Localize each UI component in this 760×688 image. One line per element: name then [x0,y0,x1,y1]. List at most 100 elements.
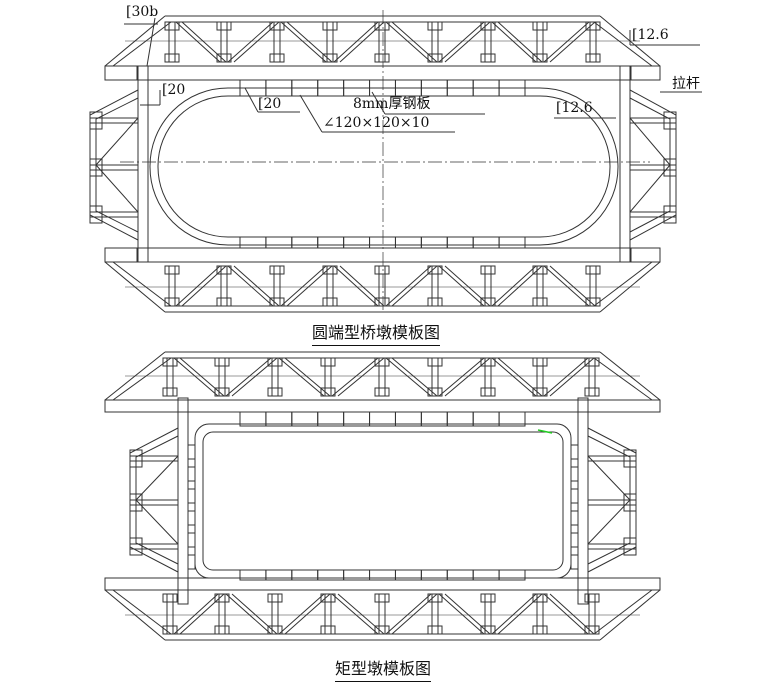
bottom-truss-1-diagonal [497,265,543,307]
bottom-truss-2-diagonal [549,593,595,635]
bottom-stiffener-plate [498,569,526,581]
top-truss-1-diagonal [339,21,385,63]
bottom-truss-1-diagonal [491,265,537,307]
bottom-stiffener-plate [343,236,371,249]
top-truss-2-diagonal [179,357,225,397]
side-stiffener [570,488,579,504]
top-truss-1-diagonal [227,21,274,63]
top-truss-2-diagonal [391,357,438,397]
top-truss-2-gusset [374,387,390,397]
bottom-truss-1-gusset [427,265,443,275]
top-truss-2-gusset [480,357,496,367]
rect-form-outer [194,423,572,579]
top-truss-1-diagonal [233,21,280,63]
bottom-truss-1-gusset [585,297,601,307]
top-truss-2-gusset [214,357,230,367]
bottom-truss-1-diagonal [233,265,280,307]
bottom-truss-2-diagonal [385,593,432,635]
top-stiffener-plate [498,411,526,427]
bottom-truss-1-diagonal [438,265,485,307]
top-truss-1-diagonal [491,21,537,63]
top-truss-1-diagonal [497,21,543,63]
bottom-truss-2-gusset [214,625,230,635]
bottom-truss-1-diagonal [181,265,227,307]
bottom-truss-2-diagonal [331,593,379,635]
right-column-2 [577,397,589,605]
top-beam-1 [104,65,661,81]
bottom-truss-2-gusset [532,593,548,603]
top-truss-2-gusset [480,387,496,397]
bottom-truss-1-diagonal [286,265,333,307]
top-truss-2-diagonal [331,357,379,397]
top-truss-2-gusset [532,387,548,397]
top-truss-2-gusset [214,387,230,397]
bottom-truss-2-diagonal [391,593,438,635]
bottom-truss-2-diagonal [438,593,485,635]
top-truss-2-diagonal [497,357,543,397]
top-truss-2-diagonal [385,357,432,397]
top-truss-1-gusset [585,53,601,63]
top-truss-1-diagonal [280,21,327,63]
top-truss-2-diagonal [491,357,537,397]
bottom-truss-1-chamfer-left-inner [112,261,172,307]
top-truss-1-gusset [216,21,232,31]
side-stiffener [187,554,196,570]
bottom-truss-2-gusset [320,593,336,603]
bottom-truss-1-diagonal [391,265,438,307]
side-stiffener [187,488,196,504]
side-stiffener [187,510,196,526]
top-truss-2-chamfer-left-inner [112,357,172,401]
top-truss-2-gusset [584,387,600,397]
top-truss-1-gusset [269,53,285,63]
bottom-truss-2-gusset [427,625,443,635]
right-side-frame-2-gusset [623,493,637,512]
bottom-truss-1-gusset [532,297,548,307]
top-stiffener-plate [498,79,526,97]
bottom-truss-1-gusset [269,297,285,307]
left-side-frame-1-diagonal [95,164,139,213]
top-truss-1-gusset [374,53,390,63]
left-side-frame-2-diagonal [135,499,179,545]
side-stiffener [570,532,579,548]
top-truss-1-chamfer-left-inner [112,21,172,67]
top-truss-2-diagonal [543,357,589,397]
right-column-1 [619,65,631,263]
top-truss-1-diagonal [333,21,379,63]
top-truss-2-diagonal [225,357,272,397]
bottom-truss-1-gusset [480,297,496,307]
bottom-stiffener-plate [291,236,319,249]
label-channel-20-left: [20 [162,82,186,98]
bottom-truss-1-gusset [585,265,601,275]
top-truss-1-gusset [216,53,232,63]
bottom-truss-1-gusset [480,265,496,275]
left-side-frame-1-gusset [89,158,103,177]
top-truss-2-diagonal [337,357,385,397]
left-side-frame-1-gusset [89,111,103,130]
left-side-frame-2-gusset [129,449,143,468]
bottom-stiffener-plate [394,236,422,249]
bottom-truss-2-diagonal [179,593,225,635]
bottom-truss-2-gusset [162,625,178,635]
bottom-truss-2-diagonal [278,593,325,635]
top-truss-2-diagonal [231,357,278,397]
bottom-stiffener-plate [317,236,345,249]
top-truss-1-diagonal [549,21,596,63]
top-truss-2-diagonal [438,357,485,397]
bottom-truss-2-gusset [480,593,496,603]
bottom-truss-2-chamfer-left-inner [112,589,172,635]
left-column-2 [177,397,189,605]
connection-plate [136,65,149,81]
bottom-truss-2-gusset [374,593,390,603]
bottom-truss-1-gusset [532,265,548,275]
top-truss-1-gusset [427,53,443,63]
bottom-truss-2-gusset [162,593,178,603]
leader-angle [299,94,323,133]
top-truss-2-diagonal [549,357,595,397]
top-truss-1-gusset [532,53,548,63]
bottom-truss-1-gusset [427,297,443,307]
bottom-truss-2-diagonal [491,593,537,635]
bottom-truss-1-diagonal [339,265,385,307]
bottom-truss-1-gusset [269,265,285,275]
top-truss-1-gusset [164,53,180,63]
rect-form-inner [202,431,564,571]
